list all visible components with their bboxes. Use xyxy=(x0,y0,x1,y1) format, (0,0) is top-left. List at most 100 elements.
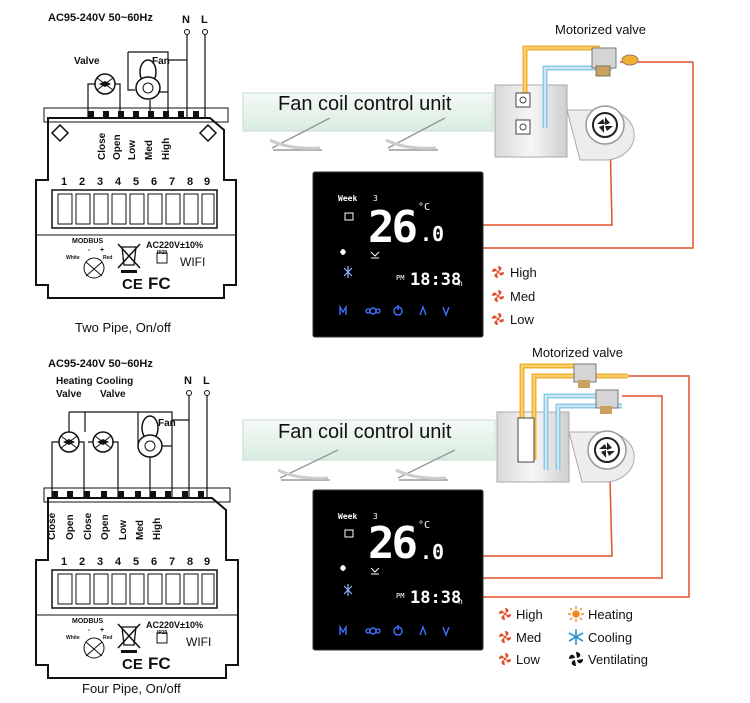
terminal-number: 4 xyxy=(115,176,122,188)
bottom-legend-cooling: Cooling xyxy=(588,630,633,645)
top-modbus-pin: + xyxy=(100,247,105,254)
bottom-legend-ventilating: Ventilating xyxy=(588,652,648,667)
wire-label: Open xyxy=(112,134,123,160)
bottom-legend-med: Med xyxy=(516,630,542,645)
bottom-legend-high: High xyxy=(516,607,543,622)
bottom-display-h: h xyxy=(458,597,463,606)
terminal-number: 9 xyxy=(204,176,211,188)
wire-label: Low xyxy=(127,140,138,160)
top-wire-labels: Close Open Low Med High xyxy=(95,124,185,174)
top-display-unit: °C xyxy=(418,202,431,213)
wire-label: Close xyxy=(83,512,94,540)
bottom-modbus-pin: - xyxy=(88,627,91,634)
top-valve-title: Motorized valve xyxy=(555,22,647,37)
terminal-number: 9 xyxy=(204,556,211,568)
bottom-wire-labels: Close Open Close Open Low Med High xyxy=(45,504,175,554)
wire-label: Med xyxy=(135,520,146,540)
terminal-number: 2 xyxy=(79,556,86,568)
bottom-thermostat-body xyxy=(35,390,239,679)
top-caption: Two Pipe, On/off xyxy=(75,320,171,335)
bottom-modbus-pin: White xyxy=(66,635,80,641)
top-fan-label: Fan xyxy=(152,56,170,67)
terminal-number: 3 xyxy=(97,176,104,188)
bottom-modbus-pin: Red xyxy=(103,635,113,641)
terminal-number: 2 xyxy=(79,176,86,188)
top-neutral-label: N xyxy=(182,14,190,26)
heating-icon xyxy=(568,606,584,622)
bottom-supply-label: AC95-240V 50~60Hz xyxy=(48,358,153,370)
bottom-valve-title: Motorized valve xyxy=(532,345,624,360)
cooling-icon xyxy=(568,629,584,645)
top-modbus-pin: White xyxy=(66,255,80,261)
top-fan-coil-unit xyxy=(242,45,694,249)
top-thermostat-body xyxy=(35,29,237,299)
wire-label: Med xyxy=(144,140,155,160)
terminal-number: 4 xyxy=(115,556,122,568)
bottom-display-time: 18:38 xyxy=(410,588,462,608)
top-modbus-pin: - xyxy=(88,247,91,254)
top-display-temp: 26 xyxy=(368,202,418,253)
bottom-thermostat-panel xyxy=(312,489,484,651)
top-ce-mark: CE xyxy=(122,276,143,293)
bottom-cooling-valve-label: Valve xyxy=(100,389,126,400)
bottom-wifi-label: WIFI xyxy=(186,635,212,649)
bottom-legend-heating: Heating xyxy=(588,607,633,622)
top-live-label: L xyxy=(201,14,208,26)
bottom-heating-valve-label: Valve xyxy=(56,389,82,400)
terminal-number: 7 xyxy=(169,176,176,188)
terminal-number: 8 xyxy=(187,176,194,188)
terminal-number: 8 xyxy=(187,556,194,568)
terminal-number: 1 xyxy=(61,556,68,568)
bottom-display-decimal: .0 xyxy=(420,540,445,564)
top-legend-icons xyxy=(492,266,504,325)
bottom-terminal-numbers: 1 2 3 4 5 6 7 8 9 xyxy=(58,556,218,570)
top-legend-high: High xyxy=(510,265,537,280)
terminal-number: 6 xyxy=(151,556,158,568)
top-legend-med: Med xyxy=(510,289,536,304)
bottom-legend-low: Low xyxy=(516,652,540,667)
bottom-fc-mark: FC xyxy=(148,654,171,673)
top-terminal-numbers: 1 2 3 4 5 6 7 8 9 xyxy=(58,176,218,190)
bottom-fan-coil-unit xyxy=(242,363,690,598)
bottom-cooling-label: Cooling xyxy=(96,376,134,387)
terminal-number: 7 xyxy=(169,556,176,568)
bottom-display-day: 3 xyxy=(373,512,378,521)
top-display-h: h xyxy=(458,279,463,288)
top-panel-buttons xyxy=(339,304,450,317)
top-legend-low: Low xyxy=(510,312,534,327)
top-modbus-label: MODBUS xyxy=(72,238,104,245)
top-display-week: Week xyxy=(338,194,358,203)
bottom-display-week: Week xyxy=(338,512,358,521)
bottom-display-temp: 26 xyxy=(368,518,418,569)
wire-label: High xyxy=(161,137,172,160)
wire-label: Close xyxy=(47,512,58,540)
bottom-modbus-label: MODBUS xyxy=(72,618,104,625)
bottom-caption: Four Pipe, On/off xyxy=(82,681,181,696)
top-display-pm: PM xyxy=(396,274,405,282)
bottom-ce-mark: CE xyxy=(122,656,143,673)
bottom-display-unit: °C xyxy=(418,520,431,531)
bottom-live-label: L xyxy=(203,375,210,387)
top-display-decimal: .0 xyxy=(420,222,445,246)
bottom-neutral-label: N xyxy=(184,375,192,387)
top-ac-rating: AC220V±10% xyxy=(146,240,203,250)
bottom-legend-icons xyxy=(499,606,584,666)
bottom-modbus-pin: + xyxy=(100,627,105,634)
bottom-display-pm: PM xyxy=(396,592,405,600)
top-ip-rating: IP20 xyxy=(157,250,168,256)
wire-label: Low xyxy=(118,520,129,540)
top-modbus-pin: Red xyxy=(103,255,113,261)
wire-label: Close xyxy=(97,132,108,160)
terminal-number: 5 xyxy=(133,176,140,188)
bottom-unit-title: Fan coil control unit xyxy=(278,421,452,443)
terminal-number: 3 xyxy=(97,556,104,568)
bottom-ip-rating: IP20 xyxy=(157,630,168,636)
top-unit-title: Fan coil control unit xyxy=(278,93,452,115)
terminal-number: 1 xyxy=(61,176,68,188)
top-valve-label: Valve xyxy=(74,56,100,67)
bottom-ac-rating: AC220V±10% xyxy=(146,620,203,630)
wire-label: Open xyxy=(100,514,111,540)
top-display-day: 3 xyxy=(373,194,378,203)
ventilating-icon xyxy=(569,652,583,666)
